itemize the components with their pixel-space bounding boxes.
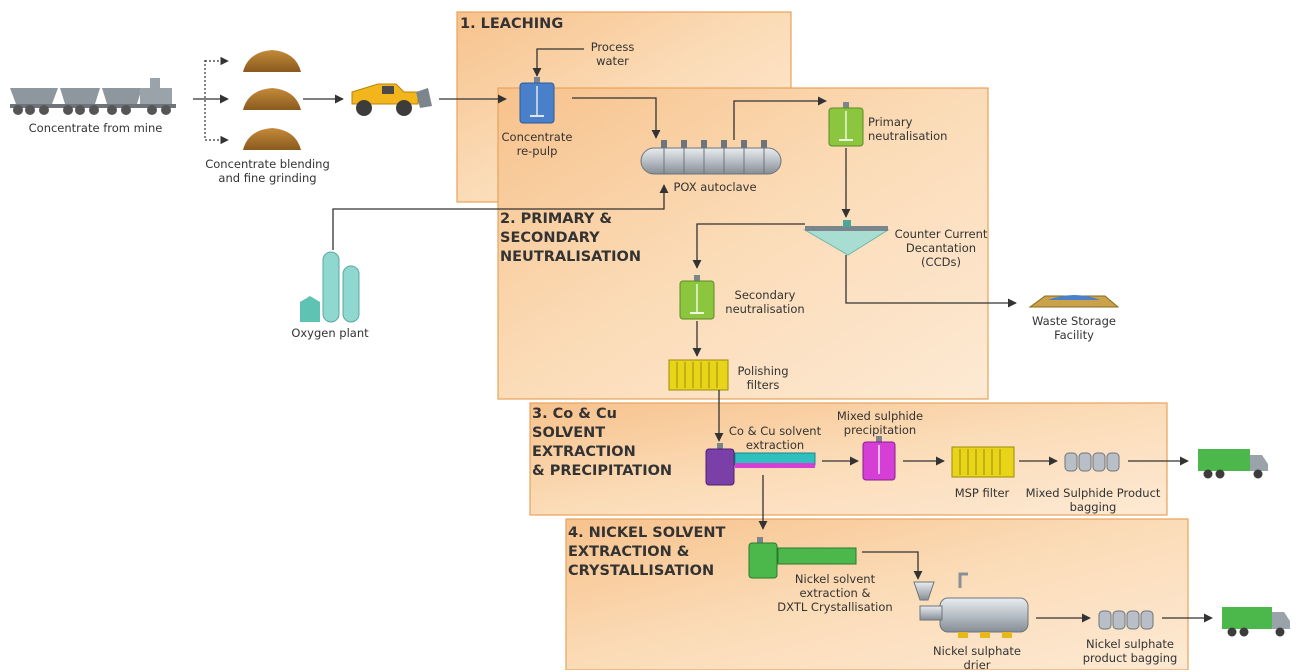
msp-bagging-icon: [1064, 452, 1120, 472]
stage-title-co-cu: 3. Co & Cu SOLVENT EXTRACTION & PRECIPIT…: [532, 406, 673, 479]
msp-filter-icon: [951, 446, 1015, 478]
label-polishing-filters: Polishing filters: [737, 364, 789, 392]
nickel-drier-icon: [913, 572, 1029, 638]
label-co-cu-sx: Co & Cu solvent extraction: [728, 424, 822, 452]
pox-autoclave-icon: [640, 140, 782, 175]
front-loader-icon: [351, 83, 432, 116]
repulp-tank-icon: [519, 77, 555, 124]
label-nickel-bagging: Nickel sulphate product bagging: [1082, 637, 1178, 665]
label-oxygen-plant: Oxygen plant: [291, 326, 369, 340]
label-ccd: Counter Current Decantation (CCDs): [894, 227, 988, 269]
nickel-bagging-icon: [1098, 610, 1154, 630]
msp-precipitation-tank-icon: [862, 436, 896, 481]
label-primary-neutralisation: Primary neutralisation: [868, 115, 948, 143]
panel-nickel: [565, 518, 1189, 670]
primary-neutralisation-tank-icon: [828, 102, 864, 147]
label-blending: Concentrate blending and fine grinding: [205, 157, 330, 185]
label-msp-filter: MSP filter: [954, 486, 1010, 500]
waste-storage-icon: [1028, 295, 1120, 308]
ccd-thickener-icon: [803, 220, 890, 256]
stage-title-nickel: 4. NICKEL SOLVENT EXTRACTION & CRYSTALLI…: [568, 525, 726, 579]
stage-title-leaching: 1. LEACHING: [460, 16, 564, 32]
panel-neutralisation: [497, 87, 989, 400]
polishing-filter-icon: [668, 359, 729, 391]
co-cu-sx-icon: [705, 443, 816, 486]
label-waste-storage: Waste Storage Facility: [1032, 314, 1116, 342]
nickel-sx-icon: [748, 537, 857, 579]
label-nickel-drier: Nickel sulphate drier: [933, 644, 1021, 672]
label-pox: POX autoclave: [673, 180, 757, 194]
label-msp-bagging: Mixed Sulphide Product bagging: [1025, 486, 1161, 514]
delivery-truck-icon: [1222, 607, 1290, 637]
label-concentrate-from-mine: Concentrate from mine: [28, 121, 163, 135]
stage-title-neutralisation: 2. PRIMARY & SECONDARY NEUTRALISATION: [500, 211, 642, 265]
secondary-neutralisation-tank-icon: [679, 275, 715, 320]
label-nickel-sx: Nickel solvent extraction & DXTL Crystal…: [777, 572, 893, 614]
panel-co-cu: [529, 402, 1168, 516]
label-process-water: Process water: [590, 40, 635, 68]
haul-truck-icon: [10, 78, 176, 115]
label-secondary-neutralisation: Secondary neutralisation: [725, 288, 805, 316]
label-msp-precipitation: Mixed sulphide precipitation: [836, 409, 924, 437]
oxygen-plant-icon: [300, 251, 360, 323]
label-repulp: Concentrate re-pulp: [501, 130, 573, 158]
delivery-truck-icon: [1198, 449, 1268, 479]
concentrate-pile-icon: [243, 50, 301, 150]
